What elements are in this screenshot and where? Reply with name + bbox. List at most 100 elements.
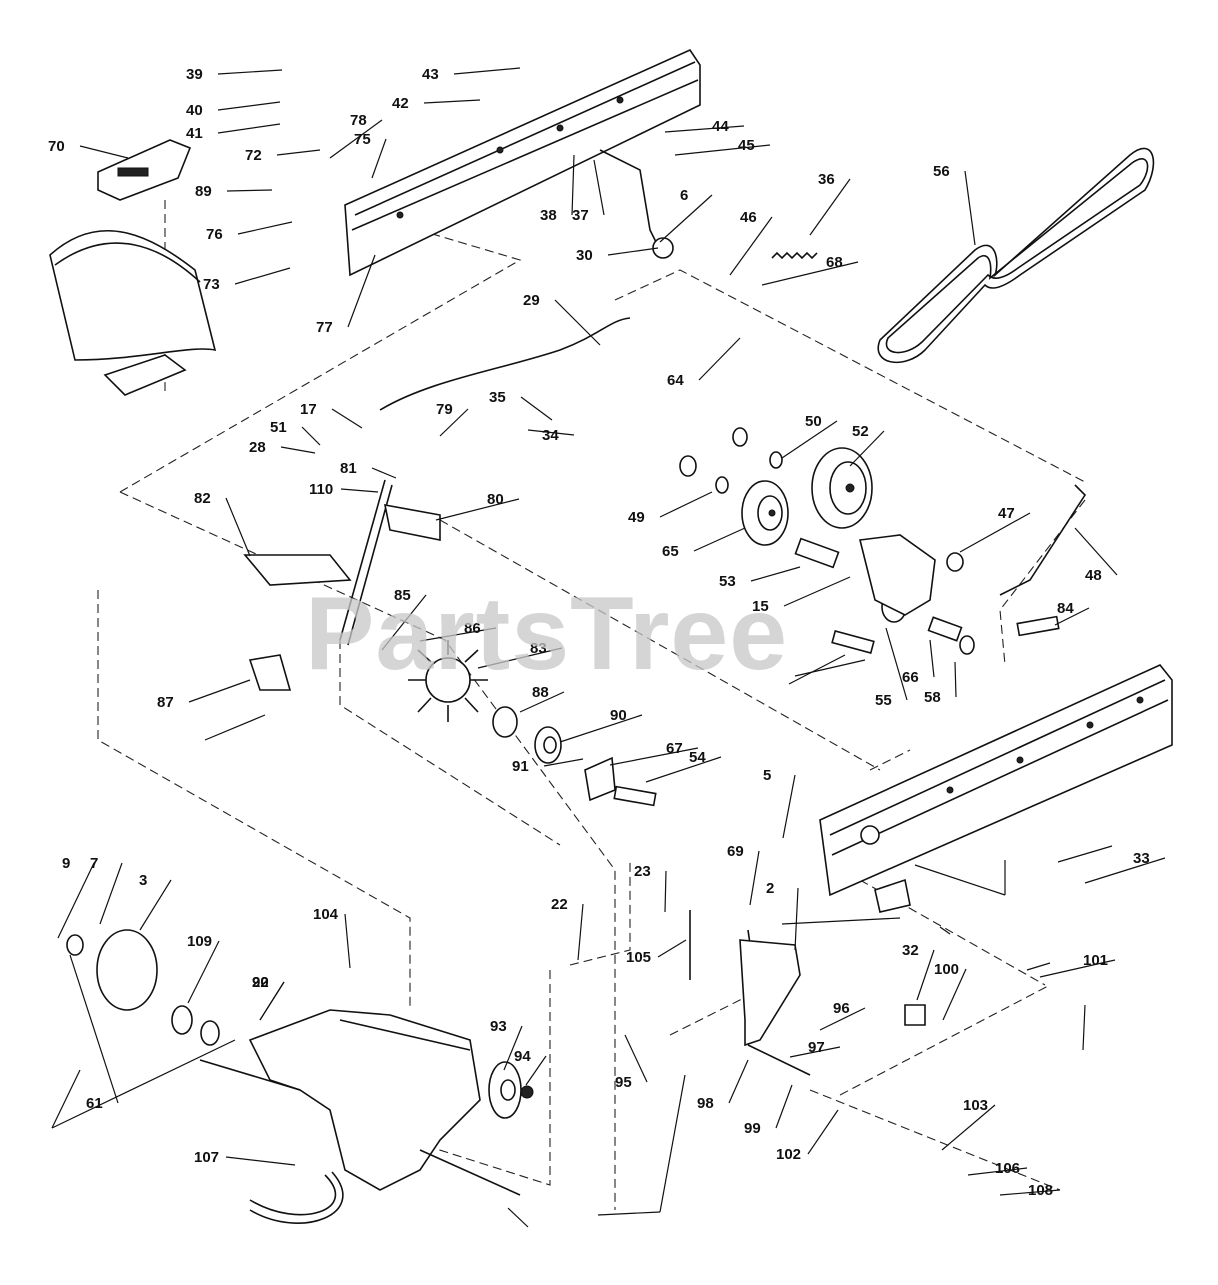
drive-belt (877, 147, 1155, 364)
lower-frame-rail (819, 664, 1173, 897)
callout-85: 85 (394, 587, 411, 604)
callout-49: 49 (628, 509, 645, 526)
callout-leader (729, 216, 773, 276)
callout-5: 5 (763, 767, 771, 784)
idler-rod (999, 484, 1087, 596)
callout-87: 87 (157, 694, 174, 711)
hood-fender (49, 230, 217, 361)
callout-leader (57, 862, 95, 939)
callout-leader-secondary (939, 926, 951, 935)
callout-46: 46 (740, 209, 757, 226)
callout-leader (659, 491, 713, 518)
callout-37: 37 (572, 207, 589, 224)
callout-44: 44 (712, 118, 729, 135)
callout-leader (959, 512, 1031, 553)
callout-33: 33 (1133, 850, 1150, 867)
callout-leader (999, 1189, 1061, 1196)
callout-leader-secondary (204, 714, 266, 741)
callout-75: 75 (354, 131, 371, 148)
callout-leader (477, 647, 563, 669)
callout-leader (657, 939, 687, 958)
callout-40: 40 (186, 102, 203, 119)
callout-leader-secondary (794, 659, 866, 677)
transaxle (66, 929, 534, 1224)
callout-leader-secondary (1026, 962, 1051, 971)
callout-66: 66 (902, 669, 919, 686)
callout-leader (849, 430, 885, 467)
callout-97: 97 (808, 1039, 825, 1056)
callout-leader (728, 1059, 749, 1104)
callout-leader (217, 123, 281, 134)
callout-leader (225, 497, 251, 557)
callout-leader (794, 887, 799, 951)
callout-68: 68 (826, 254, 843, 271)
callout-2: 2 (766, 880, 774, 897)
spacer-washers (679, 427, 783, 494)
callout-leader (664, 125, 745, 133)
callout-leader (217, 101, 281, 111)
callout-leader (276, 149, 321, 156)
callout-leader (929, 639, 935, 678)
callout-84: 84 (1057, 600, 1074, 617)
callout-98: 98 (697, 1095, 714, 1112)
callout-82: 82 (194, 490, 211, 507)
assembly-guide-lines (97, 200, 1086, 1210)
callout-leader (1074, 527, 1118, 576)
callout-leader (941, 1104, 996, 1151)
callout-30: 30 (576, 247, 593, 264)
callout-29: 29 (523, 292, 540, 309)
callout-leader (237, 221, 293, 235)
callout-55: 55 (875, 692, 892, 709)
callout-7: 7 (90, 855, 98, 872)
callout-leader (782, 774, 796, 839)
callout-leader (543, 758, 584, 767)
callout-100: 100 (934, 961, 959, 978)
callout-leader (259, 981, 285, 1021)
callout-94: 94 (514, 1048, 531, 1065)
callout-69: 69 (727, 843, 744, 860)
shift-guide-plate (103, 354, 187, 396)
callout-leader (69, 954, 119, 1104)
callout-36: 36 (818, 171, 835, 188)
callout-106: 106 (995, 1160, 1020, 1177)
callout-leader (750, 566, 801, 582)
callout-leader (809, 178, 851, 236)
callout-leader (1039, 959, 1116, 978)
callout-leader (520, 396, 553, 421)
callout-107: 107 (194, 1149, 219, 1166)
control-cable (379, 317, 631, 411)
callout-leader (749, 850, 760, 906)
drive-belt-inner (885, 158, 1149, 354)
callout-leader (659, 194, 713, 243)
callout-73: 73 (203, 276, 220, 293)
callout-leader (226, 189, 273, 192)
callout-leader (340, 488, 379, 493)
callout-52: 52 (852, 423, 869, 440)
callout-leader (577, 903, 584, 961)
callout-leader (624, 1034, 648, 1083)
callout-leader (439, 408, 469, 437)
callout-88: 88 (532, 684, 549, 701)
callout-leader (347, 254, 376, 328)
callout-leader (607, 247, 659, 256)
callout-leader (645, 756, 722, 783)
callout-35: 35 (489, 389, 506, 406)
callout-leader (916, 949, 935, 1001)
callout-34: 34 (542, 427, 559, 444)
callout-104: 104 (313, 906, 339, 923)
callout-109: 109 (187, 933, 212, 950)
callout-leader-secondary (659, 1074, 686, 1213)
callout-89: 89 (195, 183, 212, 200)
callout-leader (435, 498, 520, 521)
callout-64: 64 (667, 372, 684, 389)
callout-leader (217, 69, 283, 75)
callout-101: 101 (1083, 952, 1108, 969)
callout-28: 28 (249, 439, 266, 456)
callout-95: 95 (615, 1074, 632, 1091)
callout-105: 105 (626, 949, 651, 966)
callout-47: 47 (998, 505, 1015, 522)
callout-leader (559, 714, 643, 743)
callout-leader (423, 99, 481, 104)
callout-39: 39 (186, 66, 203, 83)
